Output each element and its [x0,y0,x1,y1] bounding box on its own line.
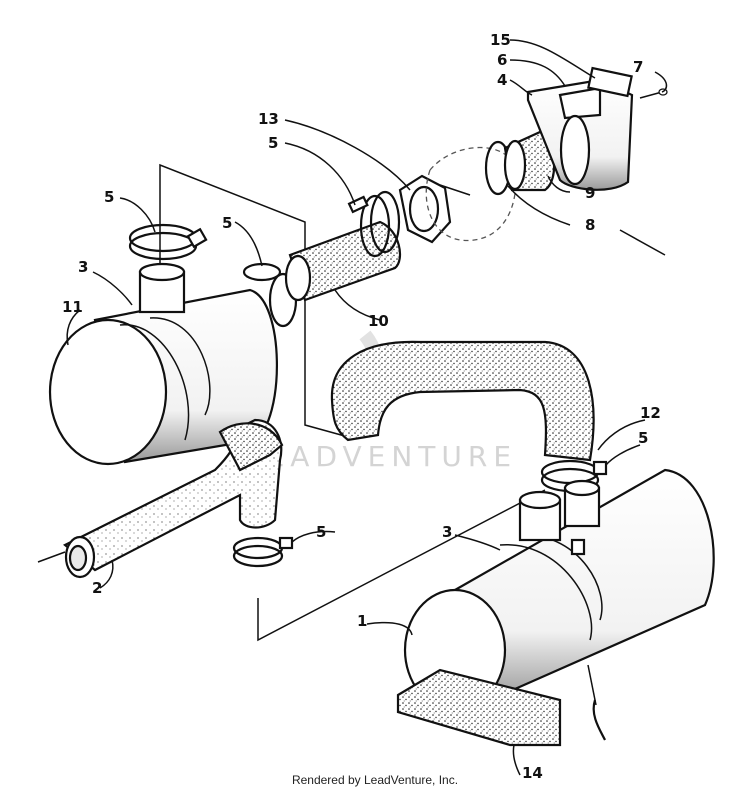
callout-2: 2 [92,579,102,597]
mounting-pad [396,668,606,747]
callout-5-outlet-clamp: 5 [222,214,232,232]
upper-silencer [48,288,278,466]
callout-1: 1 [357,612,367,630]
screw-7 [639,88,668,99]
callout-8: 8 [585,216,595,234]
callout-12: 12 [640,404,661,422]
adapter-fitting [484,130,556,196]
callout-6: 6 [497,51,507,69]
assembly-lines [37,163,666,706]
upper-clamp [128,223,208,261]
panel-gasket [425,146,517,242]
footer-credit: Rendered by LeadVenture, Inc. [291,773,459,787]
callout-4: 4 [497,71,507,89]
callout-10: 10 [368,312,389,330]
callout-5-lower-right: 5 [638,429,648,447]
inlet-hose [284,220,402,302]
lower-left-clamp [232,536,294,568]
callout-9: 9 [585,184,595,202]
callout-5-upper-clamp: 5 [104,188,114,206]
elbow-tube [330,340,595,462]
callout-14: 14 [522,764,543,782]
watermark-text: LEADVENTURE [245,440,517,473]
callout-7: 7 [633,58,643,76]
upper-neck [138,262,186,314]
callout-5-lower-left: 5 [316,523,326,541]
callout-5-top: 5 [268,134,278,152]
hose-clamp-13 [347,190,401,258]
callout-3-lower: 3 [442,523,452,541]
jam-nut [398,174,452,244]
intake-housing [526,66,634,191]
callout-13: 13 [258,110,279,128]
callout-15: 15 [490,31,511,49]
callout-3-upper: 3 [78,258,88,276]
outlet-pipe [63,418,284,579]
leader-lines [66,39,668,776]
callout-11: 11 [62,298,83,316]
